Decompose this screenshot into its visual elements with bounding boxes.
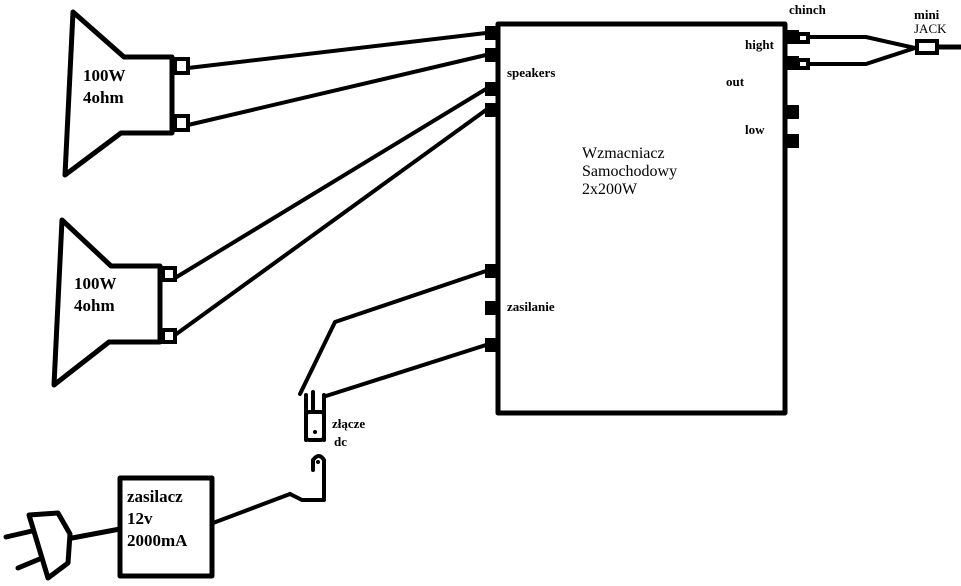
wire-power-plus	[298, 269, 488, 396]
speaker-2-power: 100W	[74, 274, 117, 293]
chinch-label: chinch	[789, 2, 826, 17]
amp-hight-port-r	[785, 56, 799, 70]
amp-low-port-r	[785, 134, 799, 148]
amp-hight-label: hight	[745, 37, 774, 52]
wire-rca-1	[806, 35, 917, 50]
amp-title-line3: 2x200W	[582, 181, 638, 198]
amp-power-label: zasilanie	[507, 299, 555, 314]
dc-connector-label-line2: dc	[334, 434, 347, 449]
speaker-1-power: 100W	[83, 66, 126, 85]
amp-power-port-minus	[485, 338, 499, 352]
minijack-plug	[915, 39, 939, 55]
wire-spk2-plus	[173, 87, 488, 280]
wire-spk1-minus	[186, 53, 488, 127]
wall-plug	[3, 510, 73, 581]
speaker-2-terminal-plus	[161, 266, 177, 282]
psu-label-line3: 2000mA	[127, 531, 188, 550]
wire-psu-to-dc	[211, 492, 292, 525]
amp-low-port-l	[785, 105, 799, 119]
speaker-2	[51, 217, 177, 388]
speaker-1-terminal-plus	[173, 57, 190, 75]
amp-title-line2: Samochodowy	[582, 163, 678, 180]
wire-rca-2	[806, 46, 917, 66]
amp-title-line1: Wzmacniacz	[582, 145, 665, 162]
speaker-2-impedance: 4ohm	[74, 296, 115, 315]
amp-speaker-port-1	[485, 26, 499, 40]
dc-plug-male	[288, 454, 326, 502]
amp-speakers-label: speakers	[507, 65, 556, 80]
psu-label-line1: zasilacz	[127, 487, 183, 506]
wire-spk1-plus	[186, 31, 488, 70]
wire-spk2-minus	[173, 108, 488, 337]
amp-speaker-port-4	[485, 103, 499, 117]
dc-connector-label-line1: złącze	[332, 416, 366, 431]
wire-plug-to-psu	[69, 526, 123, 541]
amp-low-label: low	[745, 122, 765, 137]
speaker-1-terminal-minus	[173, 114, 190, 132]
dc-connector-female	[304, 390, 326, 442]
minijack-label-line2: JACK	[914, 21, 947, 36]
wire-power-minus	[324, 343, 488, 398]
amp-speaker-port-3	[485, 82, 499, 96]
amp-speaker-port-2	[485, 48, 499, 62]
minijack-label-line1: mini	[914, 7, 940, 22]
amp-hight-port-l	[785, 30, 799, 44]
speaker-1-impedance: 4ohm	[83, 88, 124, 107]
amp-power-port-plus	[485, 264, 499, 278]
amplifier-box	[495, 21, 788, 416]
psu-label-line2: 12v	[127, 509, 153, 528]
speaker-2-terminal-minus	[161, 328, 177, 344]
speaker-2-cone	[51, 217, 163, 388]
amp-power-port-remote	[485, 301, 499, 315]
amp-out-label: out	[726, 74, 745, 89]
speaker-1-cone	[62, 9, 175, 178]
